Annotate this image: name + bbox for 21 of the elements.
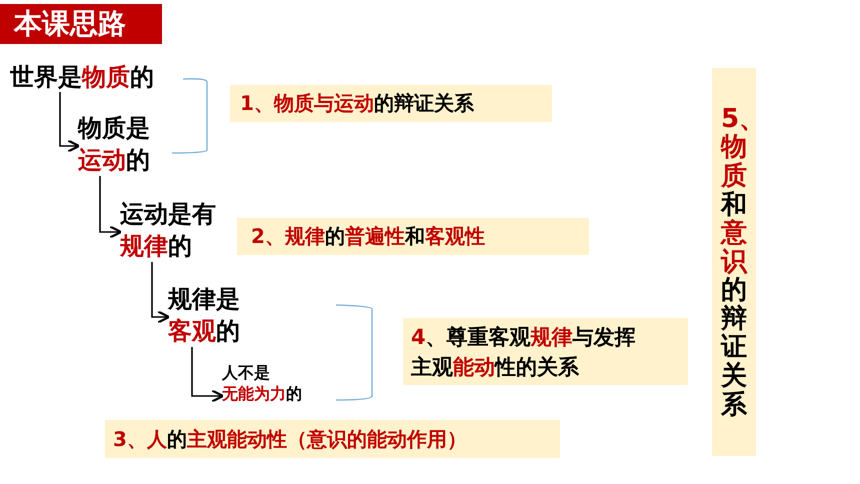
arrow bbox=[191, 347, 224, 403]
vertical-banner bbox=[712, 68, 756, 456]
text: 4、尊重客观规律与发挥主观能动性的关系 bbox=[411, 324, 637, 381]
text: 3、人的主观能动性（意识的能动作用） bbox=[113, 426, 468, 453]
title-banner: 本课思路 bbox=[0, 4, 162, 44]
text: 运动是有规律的 bbox=[120, 199, 217, 262]
text: 无能为力的 bbox=[222, 383, 303, 404]
text: 2、规律的普遍性和客观性 bbox=[251, 223, 486, 250]
arrow bbox=[99, 176, 122, 239]
text: 1、物质与运动的辩证关系 bbox=[240, 90, 475, 117]
text: 人不是 bbox=[222, 362, 271, 383]
text: 物质是运动的 bbox=[78, 113, 151, 176]
topic-band bbox=[237, 218, 589, 255]
arrow bbox=[59, 92, 80, 153]
text: 5、物质和意识的辩证关系 bbox=[721, 104, 747, 420]
arrow bbox=[151, 262, 170, 324]
topic-band bbox=[230, 85, 552, 122]
topic-band bbox=[105, 420, 560, 458]
text: 规律是客观的 bbox=[168, 284, 241, 347]
text: 世界是物质的 bbox=[10, 62, 155, 92]
topic-band bbox=[403, 318, 688, 385]
